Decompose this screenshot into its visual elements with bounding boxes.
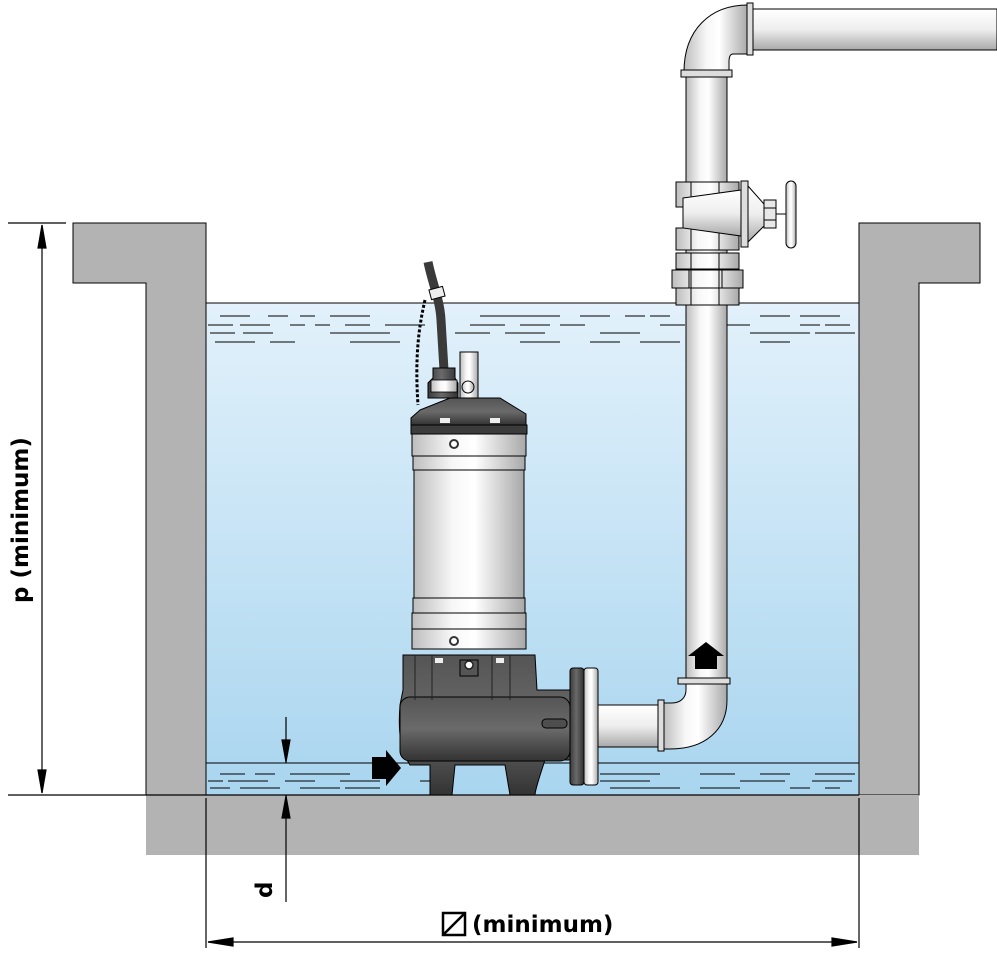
right-wall: [858, 222, 981, 796]
elbow-top-collar-h: [746, 2, 754, 56]
discharge-flange: [569, 667, 585, 786]
outlet-pipe: [751, 8, 997, 51]
motor-housing: [411, 433, 527, 650]
gate-valve: [682, 180, 797, 249]
union-joint: [671, 269, 744, 289]
label-clearance: d: [252, 882, 278, 898]
horizontal-pipe: [596, 704, 659, 748]
pit-floor: [146, 795, 919, 855]
riser-pipe: [685, 76, 728, 684]
square-dimension-icon: [441, 911, 467, 937]
water-surface-ripples: [208, 315, 855, 789]
lifting-chain: [415, 299, 427, 406]
label-pit-width: (minimum): [472, 912, 613, 938]
dimension-width: [205, 798, 860, 948]
submersible-pump: [398, 261, 599, 796]
discharge-flow-arrow: [688, 642, 724, 669]
inlet-flow-arrow: [372, 750, 401, 786]
elbow-top-collar-v: [680, 69, 733, 78]
sump-pit-walls: [72, 222, 981, 855]
elbow-bottom: [662, 682, 728, 750]
valve-handwheel: [785, 180, 797, 249]
dimension-p: [8, 222, 206, 796]
label-pit-height: p (minimum): [8, 437, 34, 603]
elbow-top: [683, 4, 749, 73]
left-wall: [72, 222, 207, 796]
discharge-pipe: [596, 2, 997, 752]
dimension-d: [281, 717, 291, 902]
